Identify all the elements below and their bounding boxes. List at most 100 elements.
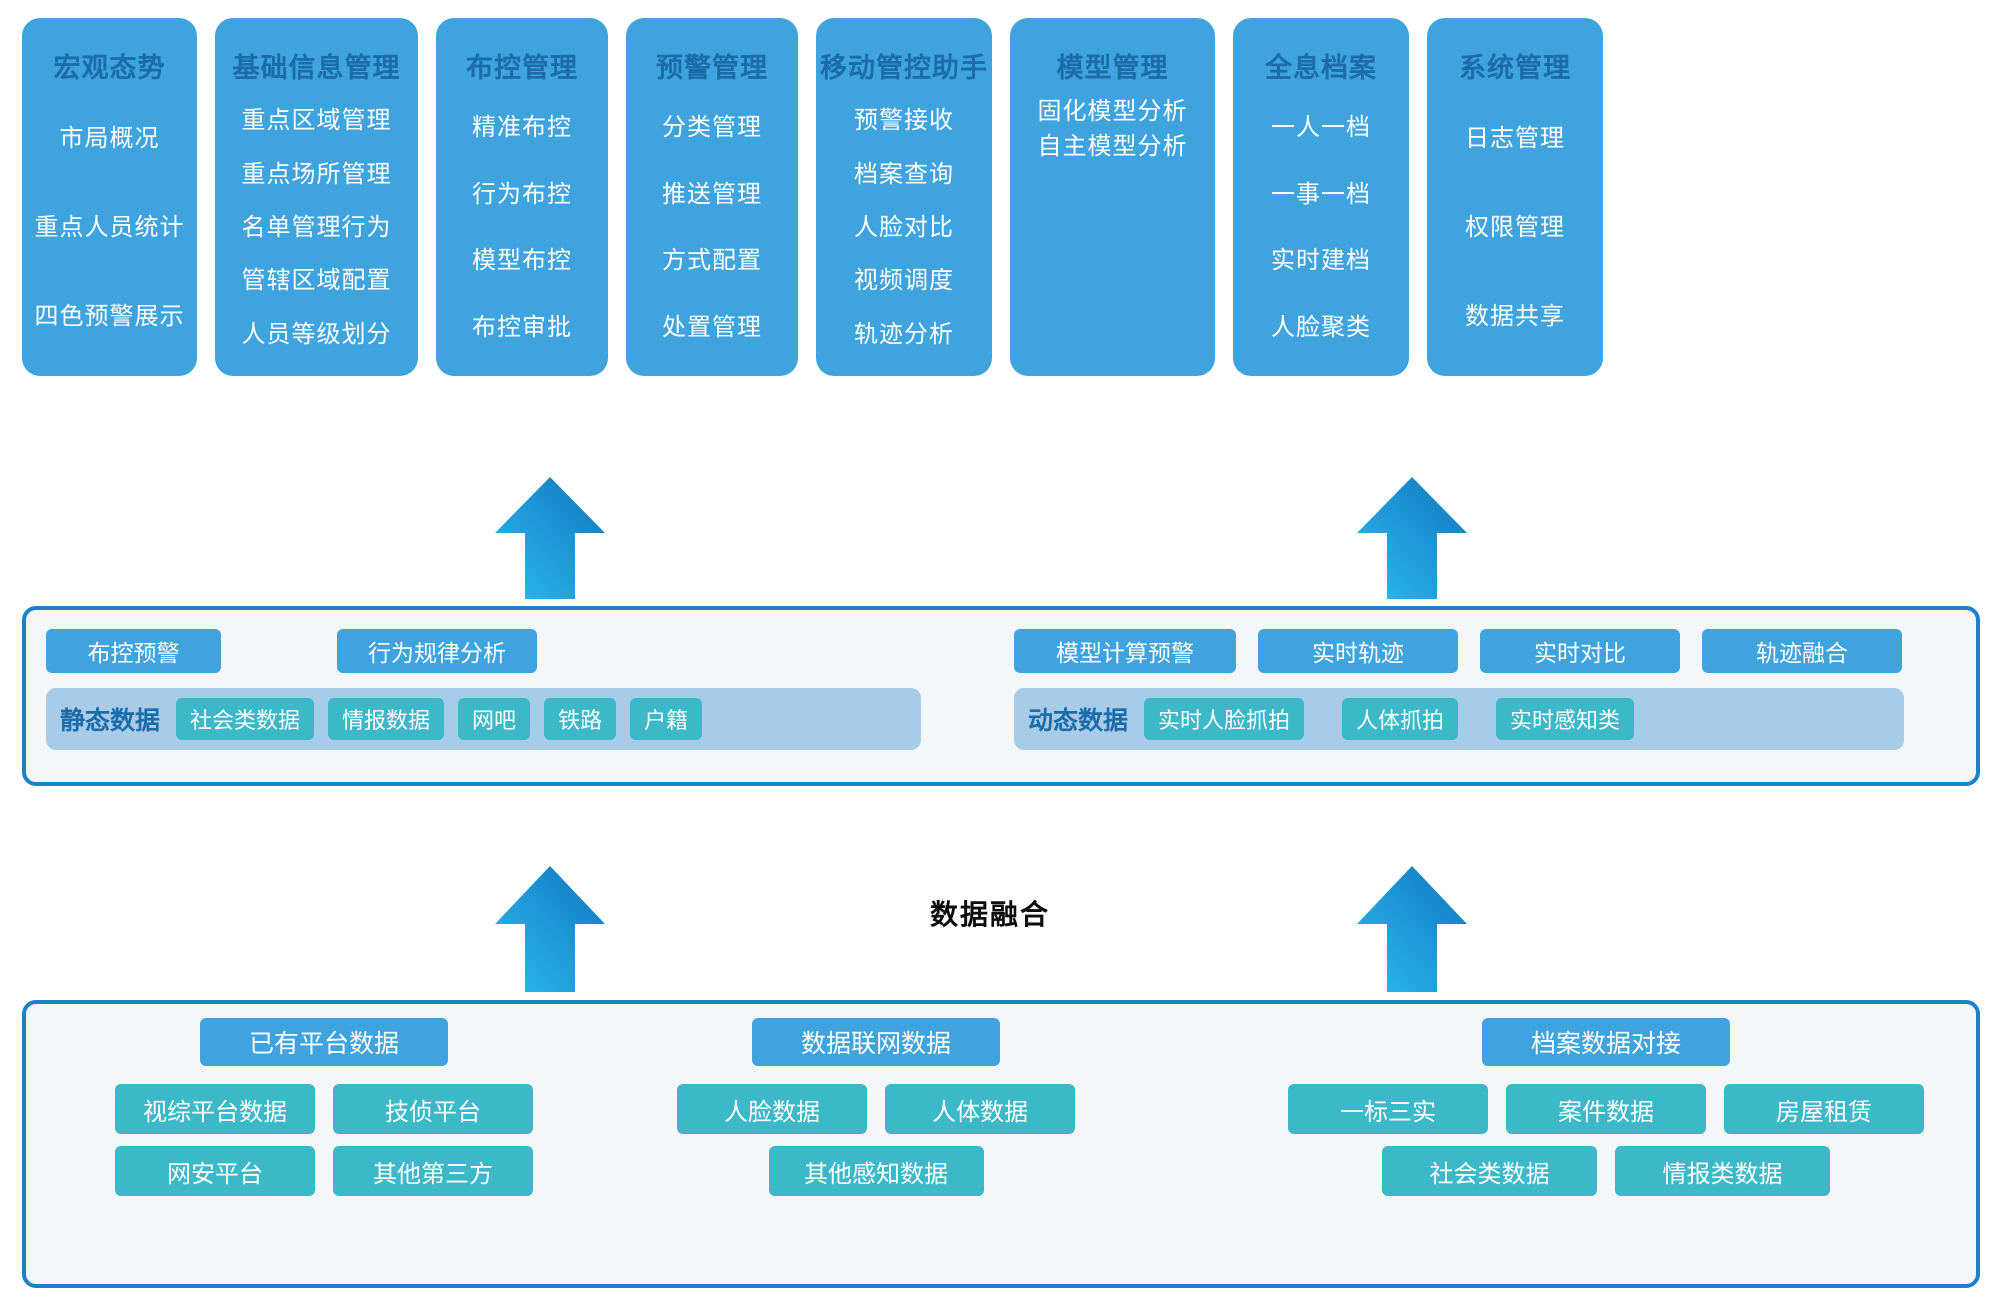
column-item[interactable]: 分类管理 (662, 113, 762, 141)
source-group-header[interactable]: 数据联网数据 (752, 1018, 1000, 1066)
column-items: 分类管理 推送管理 方式配置 处置管理 (632, 91, 792, 358)
source-group-header[interactable]: 已有平台数据 (200, 1018, 448, 1066)
source-chip[interactable]: 人脸数据 (677, 1084, 867, 1134)
source-row: 一标三实 案件数据 房屋租赁 (1246, 1084, 1966, 1134)
column-items: 一人一档 一事一档 实时建档 人脸聚类 (1239, 91, 1403, 358)
column-card-macro-situation[interactable]: 宏观态势 市局概况 重点人员统计 四色预警展示 (22, 18, 197, 376)
source-row: 网安平台 其他第三方 (54, 1146, 594, 1196)
source-chip[interactable]: 网安平台 (115, 1146, 315, 1196)
column-item[interactable]: 人脸对比 (854, 213, 954, 241)
column-card-alert-management[interactable]: 预警管理 分类管理 推送管理 方式配置 处置管理 (626, 18, 798, 376)
static-data-label: 静态数据 (60, 707, 161, 735)
data-chip[interactable]: 实时人脸抓拍 (1144, 698, 1305, 740)
column-item[interactable]: 自主模型分析 (1037, 133, 1188, 160)
column-card-system-management[interactable]: 系统管理 日志管理 权限管理 数据共享 (1427, 18, 1603, 376)
column-card-model-management[interactable]: 模型管理 固化模型分析 自主模型分析 (1010, 18, 1215, 376)
column-item[interactable]: 重点场所管理 (241, 160, 392, 188)
column-items: 市局概况 重点人员统计 四色预警展示 (28, 91, 191, 358)
fusion-platform-panel: 布控预警 行为规律分析 静态数据 社会类数据 情报数据 网吧 铁路 户籍 模型计… (22, 606, 1980, 786)
data-chip[interactable]: 户籍 (630, 698, 703, 740)
source-group-header[interactable]: 档案数据对接 (1482, 1018, 1730, 1066)
capability-pill[interactable]: 布控预警 (46, 629, 221, 673)
column-item[interactable]: 预警接收 (854, 107, 954, 135)
data-chip[interactable]: 实时感知类 (1496, 698, 1635, 740)
column-card-basic-info-management[interactable]: 基础信息管理 重点区域管理 重点场所管理 名单管理行为 管辖区域配置 人员等级划… (215, 18, 418, 376)
column-item[interactable]: 一事一档 (1271, 180, 1371, 208)
column-title: 宏观态势 (53, 53, 166, 83)
column-item[interactable]: 方式配置 (662, 247, 762, 275)
capability-pill[interactable]: 轨迹融合 (1702, 629, 1902, 673)
column-card-holographic-archive[interactable]: 全息档案 一人一档 一事一档 实时建档 人脸聚类 (1233, 18, 1409, 376)
column-item[interactable]: 档案查询 (854, 160, 954, 188)
column-item[interactable]: 实时建档 (1271, 247, 1371, 275)
column-item[interactable]: 市局概况 (59, 125, 160, 152)
column-title: 模型管理 (1056, 53, 1169, 83)
data-fusion-label: 数据融合 (930, 899, 1051, 930)
source-chip[interactable]: 技侦平台 (333, 1084, 533, 1134)
capability-pill[interactable]: 实时对比 (1480, 629, 1680, 673)
source-chip[interactable]: 其他第三方 (333, 1146, 533, 1196)
dynamic-data-section: 模型计算预警 实时轨迹 实时对比 轨迹融合 动态数据 实时人脸抓拍 人体抓拍 实… (1014, 622, 1946, 778)
capability-pill[interactable]: 实时轨迹 (1258, 629, 1458, 673)
column-item[interactable]: 精准布控 (472, 113, 572, 141)
dynamic-data-label: 动态数据 (1028, 707, 1129, 735)
data-chip[interactable]: 人体抓拍 (1342, 698, 1459, 740)
column-item[interactable]: 布控审批 (472, 314, 572, 342)
source-chip[interactable]: 情报类数据 (1615, 1146, 1830, 1196)
column-item[interactable]: 模型布控 (472, 247, 572, 275)
column-items: 精准布控 行为布控 模型布控 布控审批 (442, 91, 602, 358)
column-item[interactable]: 名单管理行为 (241, 213, 392, 241)
source-row: 人脸数据 人体数据 (626, 1084, 1126, 1134)
data-chip[interactable]: 网吧 (458, 698, 531, 740)
source-row: 视综平台数据 技侦平台 (54, 1084, 594, 1134)
column-items: 固化模型分析 自主模型分析 (1016, 91, 1209, 161)
data-chip[interactable]: 社会类数据 (176, 698, 315, 740)
source-chip[interactable]: 人体数据 (885, 1084, 1075, 1134)
arrow-up-left-lower (495, 866, 605, 992)
source-row: 其他感知数据 (626, 1146, 1126, 1196)
source-group-existing-platform: 已有平台数据 视综平台数据 技侦平台 网安平台 其他第三方 (54, 1018, 594, 1208)
source-group-archive-docking: 档案数据对接 一标三实 案件数据 房屋租赁 社会类数据 情报类数据 (1246, 1018, 1966, 1208)
column-title: 布控管理 (466, 53, 578, 83)
source-chip[interactable]: 一标三实 (1288, 1084, 1488, 1134)
dynamic-data-strip: 动态数据 实时人脸抓拍 人体抓拍 实时感知类 (1014, 688, 1904, 750)
column-card-deployment-management[interactable]: 布控管理 精准布控 行为布控 模型布控 布控审批 (436, 18, 608, 376)
static-data-strip: 静态数据 社会类数据 情报数据 网吧 铁路 户籍 (46, 688, 921, 750)
column-item[interactable]: 行为布控 (472, 180, 572, 208)
arrow-up-right-lower (1357, 866, 1467, 992)
column-item[interactable]: 一人一档 (1271, 113, 1371, 141)
column-item[interactable]: 推送管理 (662, 180, 762, 208)
source-chip[interactable]: 社会类数据 (1382, 1146, 1597, 1196)
data-chip[interactable]: 铁路 (544, 698, 617, 740)
column-item[interactable]: 数据共享 (1465, 303, 1565, 330)
column-item[interactable]: 重点区域管理 (241, 107, 392, 135)
column-item[interactable]: 日志管理 (1465, 125, 1565, 152)
column-card-mobile-control-assistant[interactable]: 移动管控助手 预警接收 档案查询 人脸对比 视频调度 轨迹分析 (816, 18, 992, 376)
column-item[interactable]: 轨迹分析 (854, 320, 954, 348)
column-item[interactable]: 人员等级划分 (241, 320, 392, 348)
capability-pill[interactable]: 行为规律分析 (337, 629, 537, 673)
column-item[interactable]: 处置管理 (662, 314, 762, 342)
column-item[interactable]: 权限管理 (1465, 214, 1565, 241)
column-item[interactable]: 人脸聚类 (1271, 314, 1371, 342)
source-row: 社会类数据 情报类数据 (1246, 1146, 1966, 1196)
source-chip[interactable]: 视综平台数据 (115, 1084, 315, 1134)
column-title: 系统管理 (1459, 53, 1571, 83)
column-title: 移动管控助手 (820, 53, 988, 83)
static-capability-row: 布控预警 行为规律分析 (46, 628, 966, 674)
column-item[interactable]: 重点人员统计 (34, 214, 185, 241)
arrow-up-left-upper (495, 477, 605, 599)
source-chip[interactable]: 其他感知数据 (768, 1146, 984, 1196)
source-chip[interactable]: 案件数据 (1506, 1084, 1706, 1134)
column-item[interactable]: 管辖区域配置 (241, 267, 392, 295)
static-data-section: 布控预警 行为规律分析 静态数据 社会类数据 情报数据 网吧 铁路 户籍 (46, 622, 966, 778)
data-chip[interactable]: 情报数据 (328, 698, 445, 740)
column-item[interactable]: 视频调度 (854, 267, 954, 295)
column-title: 预警管理 (656, 53, 768, 83)
column-item[interactable]: 固化模型分析 (1037, 98, 1188, 125)
capability-pill[interactable]: 模型计算预警 (1014, 629, 1236, 673)
column-item[interactable]: 四色预警展示 (34, 303, 185, 330)
source-chip[interactable]: 房屋租赁 (1724, 1084, 1924, 1134)
source-group-networked-data: 数据联网数据 人脸数据 人体数据 其他感知数据 (626, 1018, 1126, 1208)
